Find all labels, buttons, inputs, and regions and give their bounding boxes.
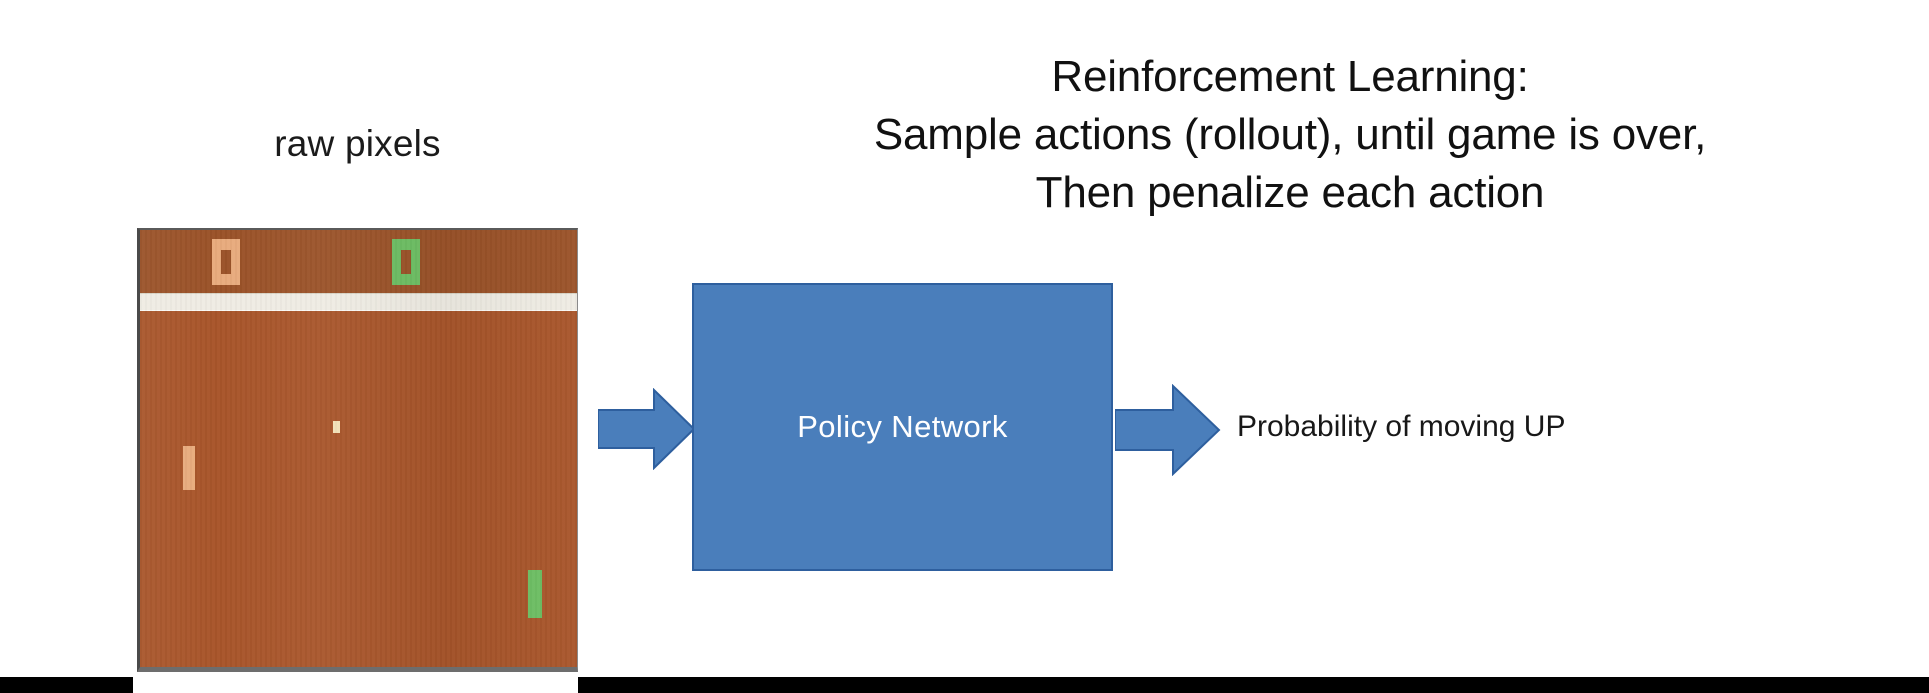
header-text-block: Reinforcement Learning: Sample actions (… bbox=[660, 48, 1920, 222]
output-caption: Probability of moving UP bbox=[1237, 410, 1566, 443]
policy-network-box[interactable]: Policy Network bbox=[692, 283, 1113, 571]
header-line-2: Sample actions (rollout), until game is … bbox=[873, 110, 1707, 159]
pong-game-screenshot bbox=[137, 228, 578, 672]
pong-paddle-left bbox=[183, 446, 195, 490]
pong-divider-line bbox=[140, 294, 577, 310]
right-arrow-icon-output bbox=[1115, 384, 1221, 476]
footer-bar-left bbox=[0, 677, 133, 693]
pong-score-right-digit bbox=[392, 239, 420, 285]
raw-pixels-caption: raw pixels bbox=[274, 123, 441, 164]
policy-network-label: Policy Network bbox=[797, 409, 1008, 444]
pong-score-left-digit bbox=[212, 239, 240, 285]
header-line-3: Then penalize each action bbox=[1035, 168, 1545, 217]
footer-bar-right bbox=[578, 677, 1929, 693]
right-arrow-icon-input bbox=[598, 388, 696, 470]
pong-score-band bbox=[140, 230, 577, 294]
pong-ball bbox=[333, 421, 340, 433]
header-line-1: Reinforcement Learning: bbox=[1051, 52, 1529, 101]
pong-paddle-right bbox=[528, 570, 542, 618]
